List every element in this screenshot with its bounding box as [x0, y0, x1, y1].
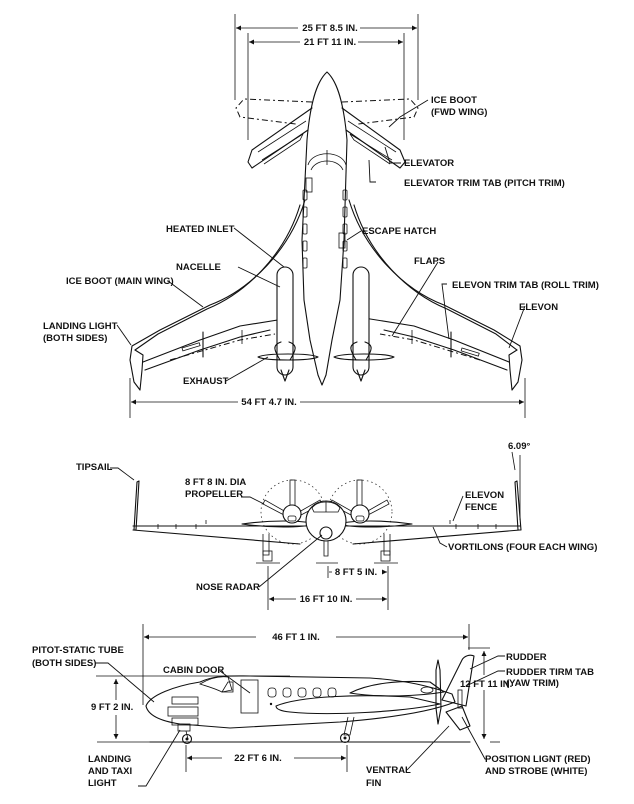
nose-radar-circle	[319, 526, 333, 540]
dim-fuselage-height: 9 FT 2 IN.	[91, 702, 133, 713]
escape-hatch-outline	[338, 232, 346, 249]
main-wing-right	[348, 199, 523, 391]
cabin-door-shape	[240, 679, 259, 714]
label-elevon-fence: ELEVON	[465, 490, 504, 501]
front-fuselage	[305, 500, 347, 564]
label-cabin-door: CABIN DOOR	[163, 665, 224, 676]
label-position-light: POSITION LIGNT (RED)	[485, 754, 591, 765]
fuselage-top	[301, 71, 348, 386]
dim-main-wing-span: 54 FT 4.7 IN.	[241, 397, 296, 408]
dim-length: 46 FT 1 IN.	[272, 632, 320, 643]
side-fuselage	[145, 654, 475, 731]
label-nose-radar: NOSE RADAR	[196, 582, 260, 593]
label-elevon: ELEVON	[519, 302, 558, 313]
label-position-light-2: AND STROBE (WHITE)	[485, 766, 587, 777]
label-ventral-fin-2: FIN	[366, 778, 381, 789]
label-elevator-trim-tab: ELEVATOR TRIM TAB (PITCH TRIM)	[404, 178, 565, 189]
label-landing-taxi-light-3: LIGHT	[88, 778, 117, 789]
label-elevon-trim-tab: ELEVON TRIM TAB (ROLL TRIM)	[452, 280, 599, 291]
nacelle-right	[333, 266, 395, 382]
side-view: 46 FT 1 IN. 9 FT 2 IN. 12 FT 11 IN. 22 F…	[32, 624, 594, 789]
label-elevon-fence-2: FENCE	[465, 502, 497, 513]
label-nacelle: NACELLE	[176, 262, 221, 273]
label-rudder: RUDDER	[506, 652, 547, 663]
front-dimension-lines	[267, 566, 389, 610]
dim-main-gear-track: 16 FT 10 IN.	[300, 594, 353, 605]
front-view: 16 FT 10 IN. 8 FT 5 IN. 6.09° TIPSAIL 8 …	[76, 441, 597, 610]
label-propeller: PROPELLER	[185, 489, 243, 500]
label-landing-light: LANDING LIGHT	[43, 321, 118, 332]
side-dimension-lines	[96, 624, 500, 772]
dim-tipsail-angle: 6.09°	[508, 441, 530, 452]
label-heated-inlet: HEATED INLET	[166, 224, 235, 235]
label-tipsail: TIPSAIL	[76, 462, 113, 473]
label-rudder-trim-tab: RUDDER TIRM TAB	[506, 667, 594, 678]
forward-wing	[235, 98, 419, 169]
dim-fwd-wing-span: 21 FT 11 IN.	[304, 37, 356, 48]
top-view: 25 FT 8.5 IN. 21 FT 11 IN. 54 FT 4.7 IN.	[43, 14, 599, 418]
label-flaps: FLAPS	[414, 256, 445, 267]
door-outline	[305, 177, 313, 193]
dim-fwd-wing-overall: 25 FT 8.5 IN.	[302, 23, 357, 34]
label-exhaust: EXHAUST	[183, 376, 229, 387]
top-leader-lines	[116, 99, 526, 382]
label-escape-hatch: ESCAPE HATCH	[362, 226, 436, 237]
dim-gear-track-inner: 8 FT 5 IN.	[335, 567, 377, 578]
main-wing-left	[129, 199, 306, 391]
front-main-gear	[256, 534, 398, 564]
label-vortilons: VORTILONS (FOUR EACH WING)	[448, 542, 597, 553]
front-wing	[132, 451, 522, 545]
label-rudder-trim-tab-2: (YAW TRIM)	[506, 678, 559, 689]
side-landing-gear	[149, 716, 471, 745]
front-propellers	[262, 479, 390, 524]
label-landing-taxi-light-2: AND TAXI	[88, 766, 132, 777]
label-ice-boot-fwd: ICE BOOT	[431, 95, 477, 106]
label-landing-taxi-light: LANDING	[88, 754, 131, 765]
nacelle-left	[257, 266, 319, 382]
label-ice-boot-fwd-2: (FWD WING)	[431, 107, 487, 118]
label-propeller-dia: 8 FT 8 IN. DIA	[185, 477, 246, 488]
label-elevator: ELEVATOR	[404, 158, 454, 169]
label-ice-boot-main: ICE BOOT (MAIN WING)	[66, 276, 174, 287]
side-leader-lines	[95, 655, 505, 787]
label-ventral-fin: VENTRAL	[366, 765, 411, 776]
dim-overall-height: 12 FT 11 IN.	[460, 679, 512, 690]
top-dimension-lines	[129, 14, 526, 418]
label-pitot-static-2: (BOTH SIDES)	[32, 658, 96, 669]
label-landing-light-2: (BOTH SIDES)	[43, 333, 107, 344]
label-pitot-static: PITOT-STATIC TUBE	[32, 645, 124, 656]
front-leader-lines	[110, 467, 464, 588]
dim-wheelbase: 22 FT 6 IN.	[234, 753, 282, 764]
